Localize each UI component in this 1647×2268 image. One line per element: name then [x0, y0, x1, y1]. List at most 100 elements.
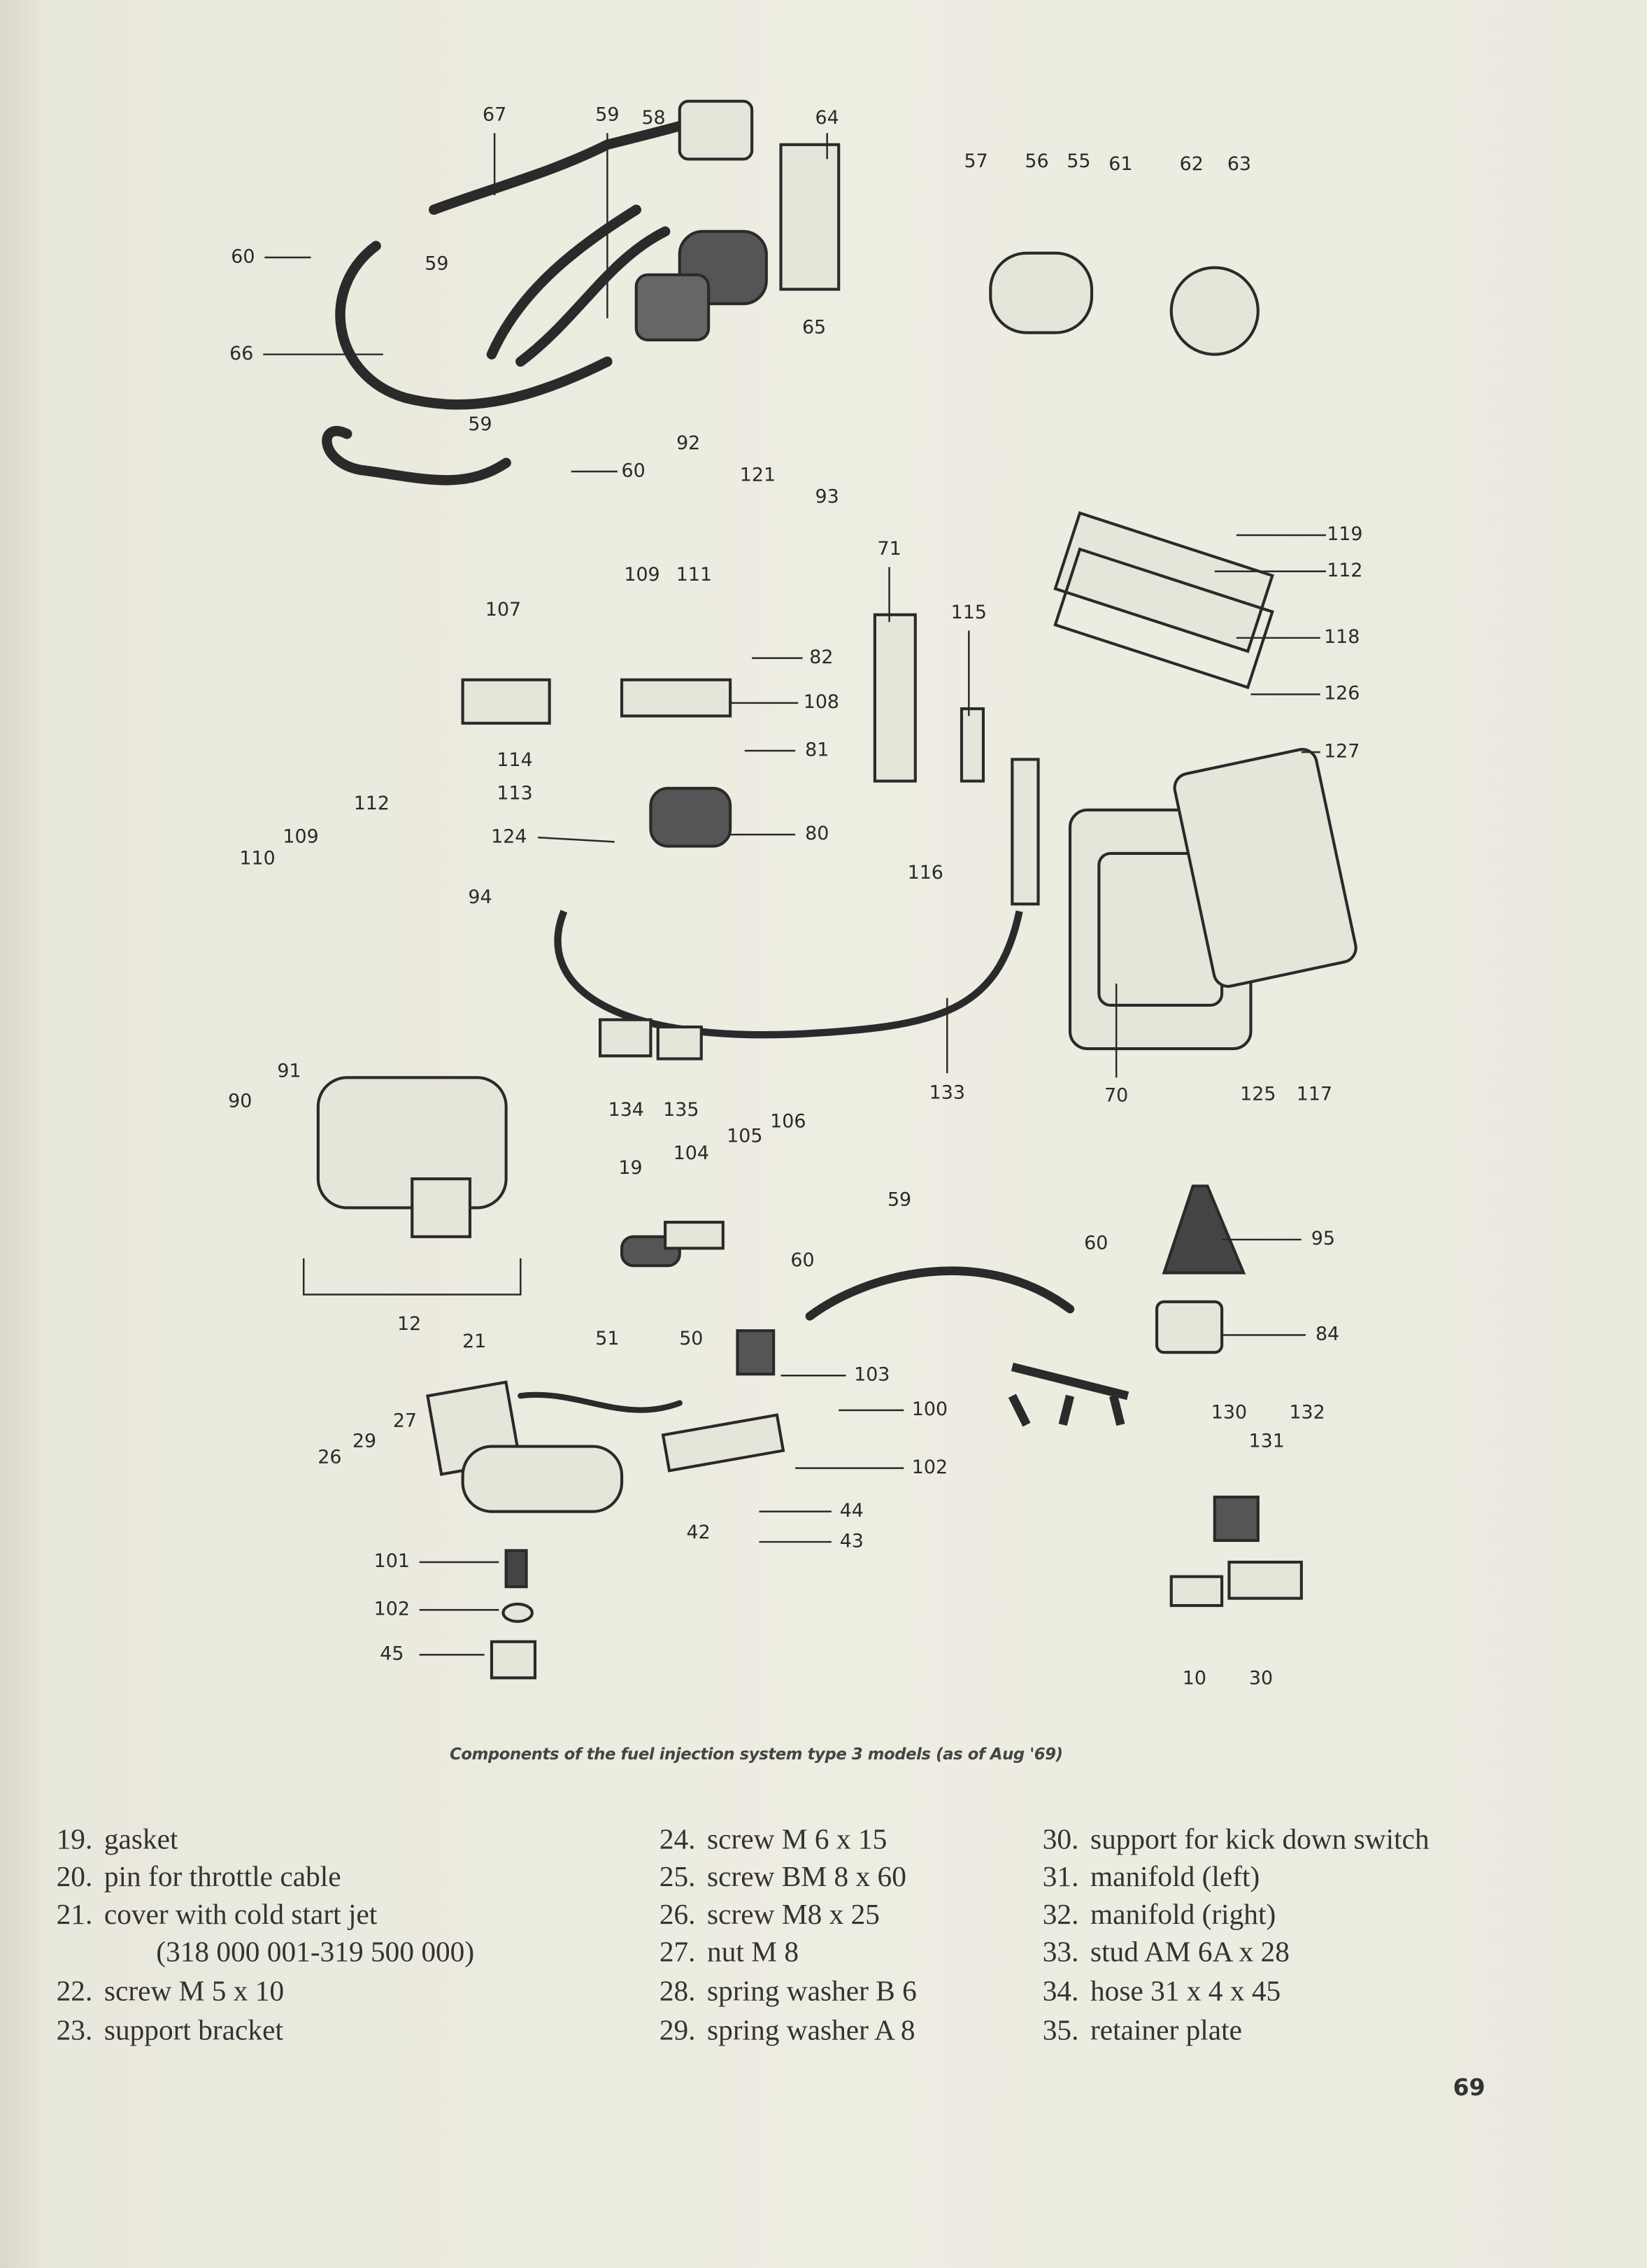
list-item: 31.manifold (left)	[1042, 1862, 1260, 1894]
callout-60: 60	[1084, 1233, 1108, 1255]
callout-121: 121	[739, 465, 776, 487]
callout-61: 61	[1108, 154, 1133, 176]
callout-27: 27	[392, 1410, 418, 1433]
callout-113: 113	[497, 783, 533, 805]
callout-12: 12	[397, 1314, 422, 1336]
list-item: 25.screw BM 8 x 60	[659, 1862, 906, 1894]
callout-135: 135	[663, 1100, 699, 1122]
callout-60: 60	[790, 1250, 815, 1273]
callout-60: 60	[231, 246, 255, 269]
callout-42: 42	[686, 1522, 711, 1545]
callout-102: 102	[373, 1599, 410, 1621]
list-item: 30.support for kick down switch	[1042, 1824, 1429, 1856]
callout-118: 118	[1324, 627, 1360, 649]
callout-51: 51	[595, 1328, 620, 1351]
callout-93: 93	[815, 486, 839, 509]
callout-127: 127	[1324, 741, 1360, 763]
page-number: 69	[1453, 2073, 1485, 2102]
callout-59: 59	[468, 414, 492, 437]
list-item: (318 000 001-319 500 000)	[156, 1936, 475, 1969]
figure-caption: Components of the fuel injection system …	[450, 1745, 1063, 1764]
callout-62: 62	[1179, 154, 1204, 176]
callout-70: 70	[1104, 1085, 1129, 1107]
callout-125: 125	[1240, 1084, 1276, 1106]
callout-21: 21	[462, 1331, 487, 1354]
callout-109: 109	[283, 826, 319, 849]
callout-110: 110	[239, 848, 276, 870]
callout-66: 66	[229, 343, 254, 366]
list-item: 24.screw M 6 x 15	[659, 1824, 887, 1856]
callout-103: 103	[854, 1364, 890, 1387]
callout-56: 56	[1025, 151, 1049, 173]
list-item: 28.spring washer B 6	[659, 1976, 917, 2008]
callout-111: 111	[676, 565, 713, 587]
callout-94: 94	[468, 887, 492, 909]
callout-59: 59	[595, 104, 620, 127]
callout-92: 92	[676, 433, 701, 455]
fuel-hoses	[322, 103, 1075, 1413]
callout-44: 44	[839, 1501, 864, 1523]
parts	[316, 99, 1357, 1680]
list-item: 22.screw M 5 x 10	[56, 1976, 285, 2008]
callout-109: 109	[624, 565, 660, 587]
callout-57: 57	[964, 151, 988, 173]
callout-130: 130	[1211, 1402, 1248, 1424]
callout-90: 90	[228, 1091, 252, 1114]
list-item: 35.retainer plate	[1042, 2015, 1242, 2047]
callout-108: 108	[803, 692, 840, 714]
callout-50: 50	[679, 1328, 704, 1351]
list-item: 33.stud AM 6A x 28	[1042, 1936, 1290, 1969]
callout-100: 100	[911, 1399, 948, 1422]
callout-63: 63	[1227, 154, 1252, 176]
callout-126: 126	[1324, 683, 1360, 705]
list-item: 26.screw M8 x 25	[659, 1899, 880, 1932]
callout-59: 59	[425, 253, 449, 276]
callout-95: 95	[1311, 1228, 1335, 1251]
list-item: 23.support bracket	[56, 2015, 283, 2047]
callout-84: 84	[1315, 1324, 1340, 1346]
leader-lines	[263, 133, 1326, 1656]
callout-82: 82	[809, 647, 834, 669]
callout-131: 131	[1248, 1431, 1285, 1453]
callout-26: 26	[318, 1447, 342, 1469]
callout-55: 55	[1067, 151, 1091, 173]
wiring-harness	[554, 909, 1023, 1039]
callout-29: 29	[352, 1431, 377, 1453]
callout-114: 114	[497, 750, 533, 772]
callout-107: 107	[485, 600, 522, 622]
list-item: 29.spring washer A 8	[659, 2015, 915, 2047]
callout-105: 105	[727, 1126, 763, 1148]
callout-19: 19	[618, 1158, 643, 1180]
callout-91: 91	[277, 1061, 301, 1083]
callout-43: 43	[839, 1531, 864, 1553]
callout-101: 101	[373, 1551, 410, 1573]
list-item: 27.nut M 8	[659, 1936, 799, 1969]
callout-104: 104	[673, 1143, 709, 1165]
callout-102: 102	[911, 1457, 948, 1480]
callout-10: 10	[1182, 1668, 1206, 1690]
list-item: 21.cover with cold start jet	[56, 1899, 378, 1932]
callout-30: 30	[1248, 1668, 1274, 1690]
callout-60: 60	[621, 460, 646, 483]
callout-112: 112	[353, 793, 390, 816]
callout-119: 119	[1327, 524, 1363, 546]
callout-116: 116	[907, 863, 943, 885]
callout-58: 58	[641, 108, 666, 130]
list-item: 19.gasket	[56, 1824, 178, 1856]
list-item: 20.pin for throttle cable	[56, 1862, 341, 1894]
callout-115: 115	[950, 602, 987, 625]
callout-134: 134	[608, 1100, 644, 1122]
list-item: 34.hose 31 x 4 x 45	[1042, 1976, 1281, 2008]
callout-117: 117	[1296, 1084, 1333, 1106]
callout-59: 59	[887, 1189, 912, 1212]
callout-71: 71	[877, 539, 901, 561]
callout-124: 124	[491, 826, 527, 849]
callout-65: 65	[801, 317, 827, 339]
callout-64: 64	[815, 108, 839, 130]
callout-132: 132	[1289, 1402, 1325, 1424]
callout-81: 81	[805, 739, 829, 762]
callout-67: 67	[483, 104, 507, 127]
callout-45: 45	[380, 1643, 404, 1666]
callout-133: 133	[929, 1082, 965, 1105]
